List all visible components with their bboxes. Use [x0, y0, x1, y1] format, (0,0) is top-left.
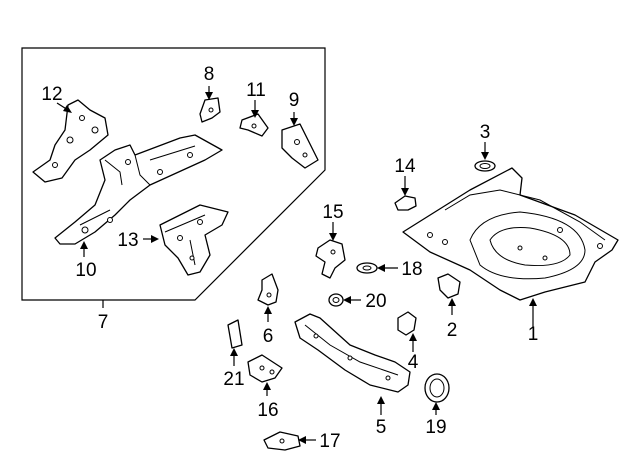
part-13 [159, 204, 229, 276]
callout-11: 11 [246, 80, 266, 101]
callout-19: 19 [425, 417, 446, 438]
callout-3: 3 [480, 122, 491, 143]
callout-4: 4 [408, 352, 419, 373]
part-4 [397, 311, 417, 336]
part-11 [239, 113, 269, 137]
part-18 [356, 262, 378, 274]
callout-12: 12 [41, 84, 62, 105]
callout-16: 16 [257, 400, 278, 421]
part-9 [281, 123, 319, 169]
callout-20: 20 [365, 291, 386, 312]
callout-10: 10 [75, 260, 96, 281]
part-8 [199, 97, 221, 123]
callout-2: 2 [447, 320, 458, 341]
leader-lines [56, 86, 537, 444]
part-20 [328, 293, 344, 307]
part-10 [54, 134, 223, 245]
part-17 [263, 431, 301, 451]
callout-18: 18 [401, 259, 422, 280]
callout-6: 6 [263, 326, 274, 347]
part-2 [437, 273, 461, 299]
callout-5: 5 [376, 417, 387, 438]
part-1 [402, 167, 619, 301]
part-6 [257, 273, 279, 306]
part-5 [294, 313, 411, 393]
part-3 [474, 160, 496, 172]
assembly-7-outline [21, 47, 326, 301]
part-12 [32, 99, 109, 183]
part-14 [394, 195, 417, 211]
callout-13: 13 [117, 230, 138, 251]
part-21 [227, 319, 243, 349]
callout-15: 15 [322, 202, 343, 223]
callout-14: 14 [394, 156, 416, 177]
part-15 [315, 239, 346, 279]
callout-9: 9 [289, 90, 300, 111]
callout-8: 8 [204, 64, 215, 85]
part-16 [247, 354, 283, 383]
callout-1: 1 [528, 324, 539, 345]
callout-7: 7 [98, 312, 109, 333]
callout-17: 17 [319, 431, 340, 452]
callout-21: 21 [223, 369, 244, 390]
part-19 [424, 373, 450, 403]
